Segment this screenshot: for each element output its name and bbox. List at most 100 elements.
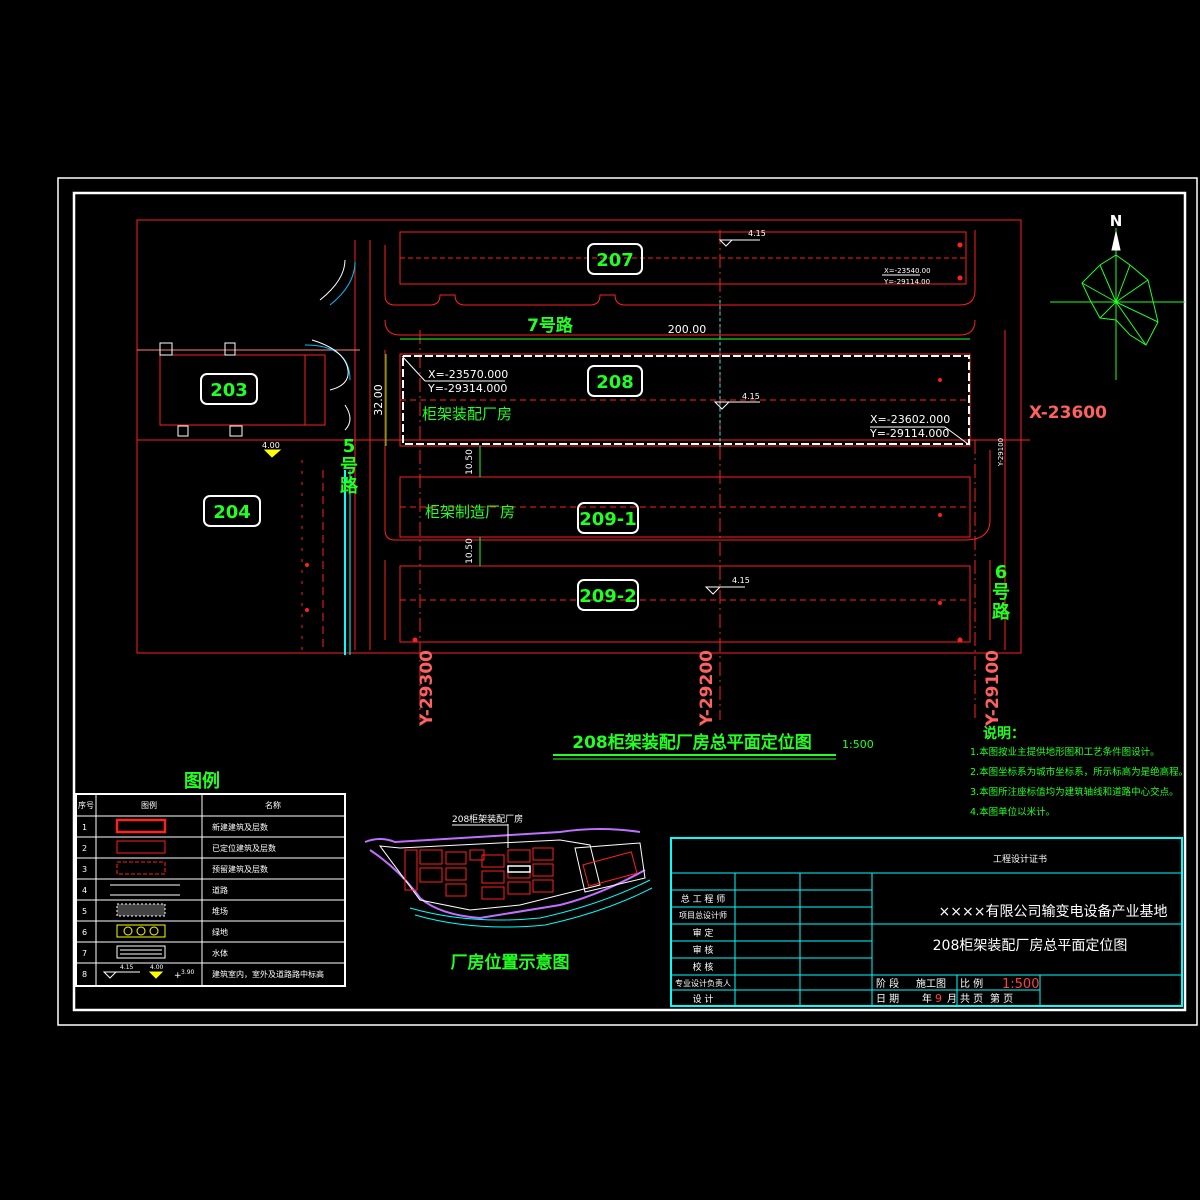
building-209-2-outline	[399, 565, 971, 643]
legend-table	[75, 793, 346, 987]
legend-row-no: 3	[82, 865, 87, 874]
label-209-2: 209-2	[579, 586, 637, 607]
tb-row-discipline-lead: 专业设计负责人	[675, 978, 731, 988]
road-5-char2: 号	[340, 456, 358, 477]
assembly-plant-label: 柜架装配厂房	[422, 405, 512, 423]
coordinate-leaders	[401, 274, 969, 445]
legend-row-name: 道路	[212, 885, 228, 895]
tb-row-chief-engineer: 总 工 程 师	[681, 893, 726, 905]
label-203: 203	[210, 380, 248, 401]
note-1: 1.本图按业主提供地形图和工艺条件图设计。	[970, 746, 1160, 758]
manufacture-plant-label: 柜架制造厂房	[425, 503, 515, 521]
inner-frame	[72, 191, 1187, 1012]
location-map-pointer-label: 208柜架装配厂房	[452, 813, 523, 825]
coord-3-y: Y=-29114.00	[883, 278, 930, 286]
legend-row-no: 6	[82, 928, 87, 937]
legend-elev-a: 4.15	[120, 964, 134, 971]
legend-rows: 1 新建建筑及层数 2 已定位建筑及层数 3 预留建筑及层数 4 道路 5 堆场…	[82, 822, 324, 979]
drawing-title: 208柜架装配厂房总平面定位图	[572, 732, 812, 753]
building-labels: 207 208 203 204 209-1 209-2	[200, 243, 643, 611]
legend-row-name: 堆场	[212, 906, 228, 916]
road-5-char3: 路	[340, 475, 359, 497]
site-boundary	[136, 219, 1022, 654]
legend-title: 图例	[184, 770, 220, 792]
north-arrow-icon	[1050, 228, 1185, 380]
tb-month: 月	[947, 993, 957, 1005]
tb-month-value: 9	[935, 992, 942, 1005]
drawing-scale: 1:500	[842, 738, 874, 751]
tb-scale-label: 比 例	[960, 977, 983, 990]
tb-year: 年	[922, 992, 932, 1005]
legend-row-name: 绿地	[212, 927, 228, 937]
elev-label-4: 4.00	[262, 441, 280, 450]
title-block	[670, 837, 1183, 1007]
coord-2-y: Y=-29114.000	[869, 427, 949, 440]
tb-scale-value: 1:500	[1002, 977, 1039, 992]
note-2: 2.本图坐标系为城市坐标系，所示标高为是绝高程。	[970, 766, 1188, 778]
coord-1-x: X=-23570.000	[428, 368, 508, 381]
dim-200: 200.00	[668, 323, 707, 336]
site-details	[159, 259, 721, 655]
note-3: 3.本图所注座标值均为建筑轴线和道路中心交点。	[970, 786, 1179, 798]
elev-label-1: 4.15	[748, 229, 766, 238]
tb-drawing-name: 208柜架装配厂房总平面定位图	[933, 938, 1128, 954]
north-label: N	[1110, 212, 1123, 230]
road-5-char1: 5	[343, 436, 356, 457]
axis-y-29100-small: Y-29100	[997, 438, 1005, 467]
legend-row-no: 5	[82, 907, 87, 916]
legend-row-no: 1	[82, 823, 87, 832]
legend-symbols: +	[102, 818, 182, 981]
location-map	[364, 824, 653, 928]
axis-y-29300: Y-29300	[417, 650, 437, 727]
road-7-label: 7号路	[527, 315, 574, 336]
legend-row-name: 预留建筑及层数	[212, 864, 268, 874]
tb-row-review: 审 核	[693, 944, 714, 956]
tb-cert: 工程设计证书	[993, 853, 1047, 865]
elevation-markers	[263, 239, 760, 595]
label-209-1: 209-1	[579, 509, 637, 530]
tb-page: 第 页	[990, 992, 1013, 1005]
tb-row-approve: 审 定	[693, 927, 714, 939]
road-6-char3: 路	[992, 601, 1011, 623]
location-map-blocks	[404, 847, 638, 900]
road-6-char2: 号	[992, 582, 1010, 603]
legend-col-name: 名称	[265, 800, 281, 810]
dim-32: 32.00	[372, 384, 385, 416]
outer-frame	[57, 177, 1198, 1026]
legend-row-name: 已定位建筑及层数	[212, 843, 276, 853]
legend-col-no: 序号	[78, 800, 94, 810]
axis-x-23600: X-23600	[1029, 403, 1107, 423]
tb-company: ××××有限公司输变电设备产业基地	[939, 903, 1168, 920]
legend-elev-c: 3.90	[181, 969, 195, 976]
axis-y-29100: Y-29100	[983, 650, 1003, 727]
legend-row-name: 建筑室内，室外及道路路中标高	[212, 969, 324, 979]
dimensions	[385, 338, 970, 566]
legend-row-name: 新建建筑及层数	[212, 822, 268, 832]
label-208: 208	[596, 372, 634, 393]
label-207: 207	[596, 250, 634, 271]
tb-stage-label: 阶 段	[876, 977, 899, 990]
dim-10-50-a: 10.50	[465, 449, 475, 475]
coord-2-x: X=-23602.000	[870, 413, 950, 426]
coord-3-x: X=-23540.00	[884, 267, 931, 275]
legend-elev-b: 4.00	[150, 964, 164, 971]
legend-col-symbol: 图例	[141, 800, 157, 810]
building-208-highlight	[402, 355, 970, 445]
label-204: 204	[213, 502, 251, 523]
legend-row-name: 水体	[212, 948, 228, 958]
legend-row-no: 7	[82, 949, 87, 958]
legend-row-no: 4	[82, 886, 87, 895]
tb-date-label: 日 期	[876, 993, 899, 1005]
location-map-caption: 厂房位置示意图	[451, 952, 570, 973]
notes-heading: 说明：	[983, 725, 1025, 742]
svg-text:+: +	[174, 971, 182, 981]
tb-row-design: 设 计	[693, 993, 714, 1005]
dim-10-50-b: 10.50	[465, 538, 475, 564]
coord-1-y: Y=-29314.000	[427, 382, 507, 395]
road-6-char1: 6	[995, 562, 1008, 583]
tb-row-project-designer: 项目总设计师	[679, 910, 727, 920]
legend-row-no: 8	[82, 970, 87, 979]
legend-row-no: 2	[82, 844, 87, 853]
elev-label-3: 4.15	[732, 576, 750, 585]
note-4: 4.本图单位以米计。	[970, 806, 1055, 818]
